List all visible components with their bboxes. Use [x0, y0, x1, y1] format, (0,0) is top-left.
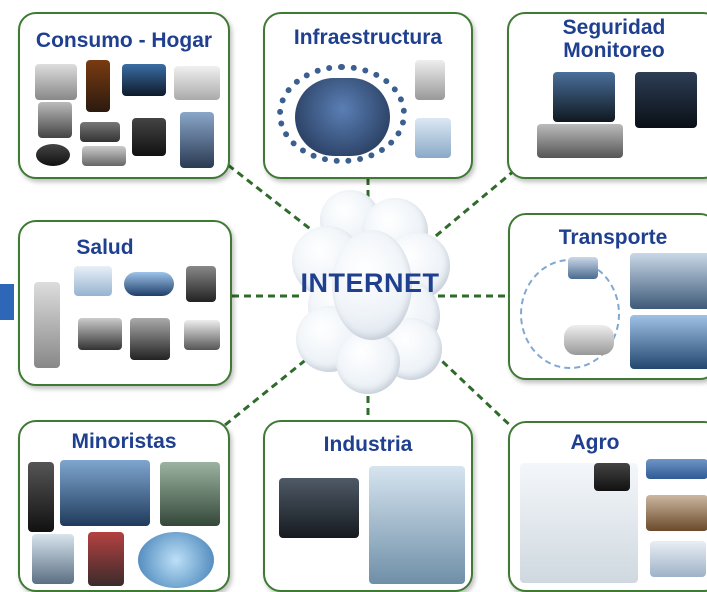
card-salud: Salud: [18, 220, 232, 386]
card-title: Minoristas: [71, 430, 177, 453]
bp-monitor-image: [78, 318, 122, 350]
wearable-image: [130, 318, 170, 360]
laptop-image: [568, 257, 598, 279]
oximeter-image: [184, 320, 220, 350]
icon-ring-image: [277, 64, 407, 164]
oven-image: [38, 102, 72, 138]
smartwatch-image: [132, 118, 166, 156]
monitor-image: [553, 72, 615, 122]
fridge-image: [86, 60, 110, 112]
card-infraestructura: Infraestructura: [263, 12, 473, 179]
card-title: Seguridad Monitoreo: [562, 16, 666, 62]
card-title: Transporte: [558, 226, 668, 249]
medical-cart-image: [34, 282, 60, 368]
card-minoristas: Minoristas: [18, 420, 230, 592]
internet-label: INTERNET: [300, 268, 440, 298]
tv-image: [122, 64, 166, 96]
vehicle-animal-icons: [646, 459, 707, 479]
card-title: Industria: [323, 433, 413, 456]
hmi-panels-image: [279, 478, 359, 538]
vacuum-image: [36, 144, 70, 166]
gadgets-image: [80, 122, 120, 142]
tablet-image: [82, 146, 126, 166]
card-title: Salud: [76, 236, 134, 259]
appliance-image: [174, 66, 220, 100]
cameras-image: [537, 124, 623, 158]
tablet-device-image: [186, 266, 216, 302]
card-title: Infraestructura: [293, 26, 443, 49]
internet-cloud: INTERNET: [290, 190, 450, 395]
traffic-image: [630, 315, 707, 369]
connector-agro: [423, 343, 517, 432]
factory-image: [369, 466, 465, 584]
store-image: [60, 460, 150, 526]
card-title: Agro: [570, 431, 620, 454]
farm-icons: [646, 495, 707, 531]
car-image: [564, 325, 614, 355]
side-tab: [0, 284, 14, 320]
thermostat-image: [415, 118, 451, 158]
connector-seguridad: [424, 168, 516, 247]
card-title: Consumo - Hogar: [35, 29, 213, 52]
monitor-device-image: [74, 266, 112, 296]
data-network-image: [650, 541, 706, 577]
person-image: [180, 112, 214, 168]
vending-image: [88, 532, 124, 586]
kiosk-image: [28, 462, 54, 532]
retail-diagram-image: [138, 532, 214, 588]
monitor-image: [594, 463, 630, 491]
card-agro: Agro: [508, 421, 707, 592]
card-consumo-hogar: Consumo - Hogar: [18, 12, 230, 179]
printer-image: [35, 64, 77, 100]
highway-image: [630, 253, 707, 309]
control-panel-image: [415, 60, 445, 100]
card-seguridad-monitoreo: Seguridad Monitoreo: [507, 12, 707, 179]
tablet-phone-image: [635, 72, 697, 128]
card-industria: Industria: [263, 420, 473, 592]
connector-minoristas: [224, 348, 319, 427]
people-image: [32, 534, 74, 584]
shoppers-image: [160, 462, 220, 526]
scanner-image: [124, 272, 174, 296]
card-transporte: Transporte: [508, 213, 707, 380]
